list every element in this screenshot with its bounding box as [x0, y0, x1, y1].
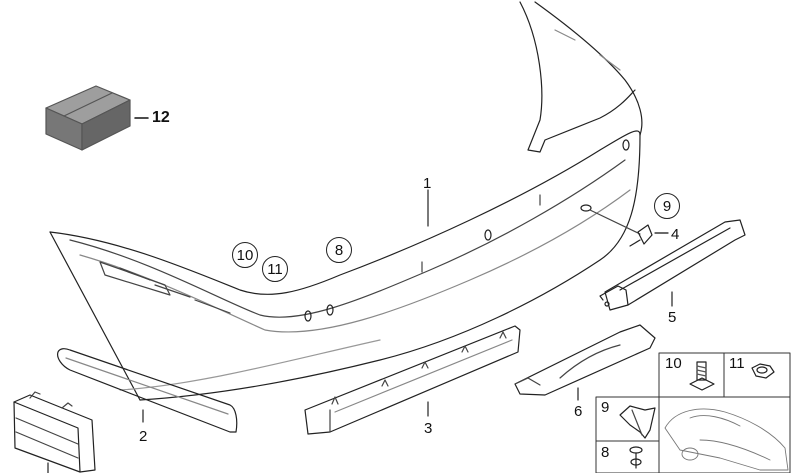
bolt-icon — [689, 361, 715, 391]
bumper-panel-icon — [49, 1, 643, 401]
inset-label-10[interactable]: 10 — [665, 355, 682, 372]
reflector-grille-icon — [13, 391, 96, 473]
center-trim-icon — [304, 325, 521, 435]
car-outline-icon — [664, 408, 789, 471]
inset-label-9[interactable]: 9 — [601, 399, 610, 416]
clip-icon — [619, 405, 656, 439]
side-trim-icon — [57, 348, 238, 433]
callout-1[interactable]: 1 — [423, 175, 432, 192]
circled-ref-label: 9 — [662, 197, 672, 215]
circled-ref-label: 10 — [236, 246, 254, 264]
rivet-icon — [629, 446, 643, 469]
callout-4[interactable]: 4 — [671, 226, 680, 243]
circled-ref-11[interactable]: 11 — [262, 256, 288, 282]
nut-icon — [751, 363, 775, 379]
circled-ref-label: 11 — [267, 260, 283, 278]
parts-box-icon — [45, 85, 149, 151]
callout-5[interactable]: 5 — [668, 309, 677, 326]
callout-6[interactable]: 6 — [574, 403, 583, 420]
callout-3[interactable]: 3 — [424, 420, 433, 437]
mounting-bracket-icon — [514, 324, 656, 401]
bracket-icon — [599, 219, 746, 311]
inset-grid — [595, 352, 791, 473]
circled-ref-9[interactable]: 9 — [654, 193, 680, 219]
callout-2[interactable]: 2 — [139, 428, 148, 445]
inset-label-11[interactable]: 11 — [729, 355, 745, 372]
inset-label-8[interactable]: 8 — [601, 444, 610, 461]
callout-12[interactable]: 12 — [152, 109, 170, 126]
circled-ref-10[interactable]: 10 — [232, 242, 258, 268]
circled-ref-label: 8 — [334, 241, 344, 259]
circled-ref-8[interactable]: 8 — [326, 237, 352, 263]
